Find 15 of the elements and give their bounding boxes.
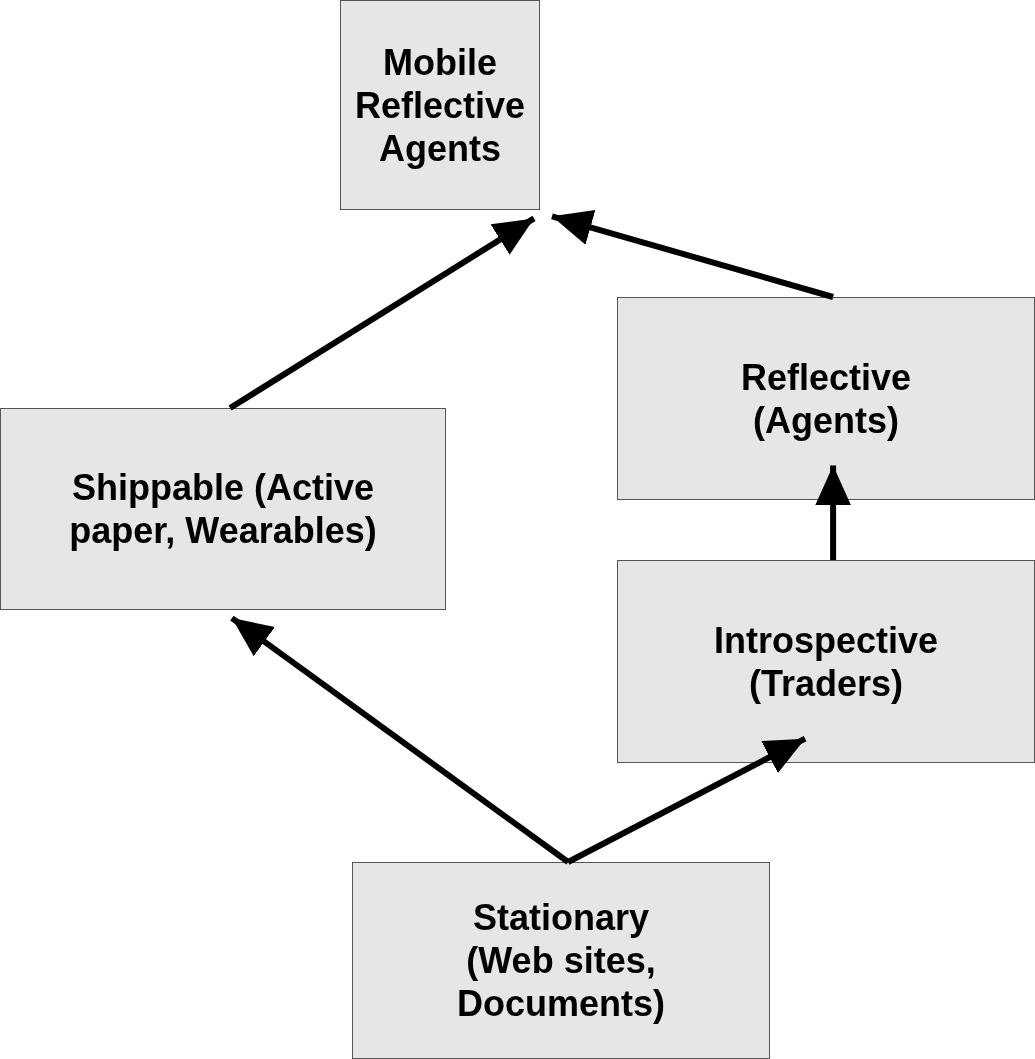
arrow xyxy=(230,615,570,865)
process-box xyxy=(340,0,540,210)
process-box xyxy=(617,560,1035,763)
process-box xyxy=(617,297,1035,500)
box-label: Reflective (Agents) xyxy=(739,355,913,442)
arrow xyxy=(815,465,852,560)
arrow xyxy=(551,210,834,300)
process-box xyxy=(352,862,770,1059)
arrow xyxy=(228,215,536,411)
process-box xyxy=(0,408,446,610)
box-label: Stationary (Web sites, Documents) xyxy=(456,896,666,1025)
box-label: Shippable (Active paper, Wearables) xyxy=(68,466,378,552)
box-label: Mobile Reflective Agents xyxy=(355,40,525,170)
box-label: Introspective (Traders) xyxy=(712,618,940,705)
arrow xyxy=(566,735,807,865)
